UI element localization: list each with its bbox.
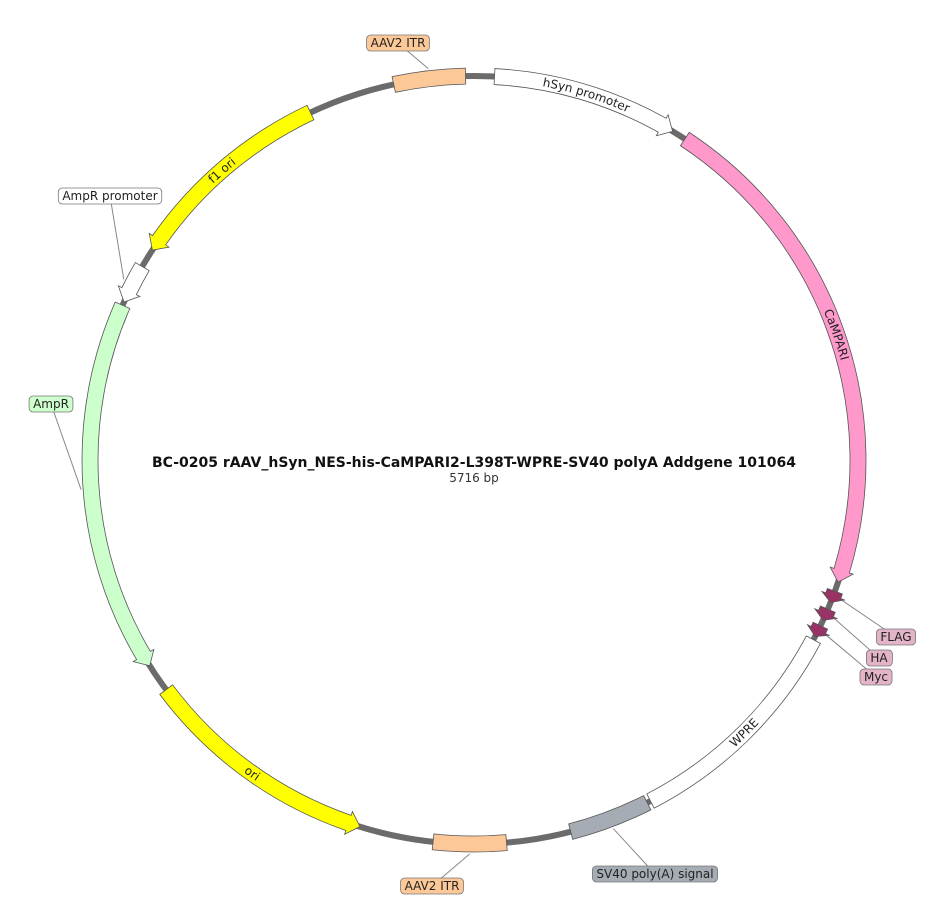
leader-line-ampr-promoter xyxy=(109,195,125,280)
feature-campari[interactable] xyxy=(679,131,867,583)
ext-label-text-myc: Myc xyxy=(864,670,888,684)
ext-label-box-ampr-promoter xyxy=(57,187,163,205)
ext-label-ha[interactable]: HA xyxy=(865,649,893,667)
ext-label-text-ampr-promoter: AmpR promoter xyxy=(62,189,157,203)
ext-label-box-flag xyxy=(876,628,916,646)
ext-label-aav2-itr-bottom[interactable]: AAV2 ITR xyxy=(400,877,464,895)
ext-label-text-sv40-polya: SV40 poly(A) signal xyxy=(596,867,713,881)
plasmid-length: 5716 bp xyxy=(449,471,499,485)
feature-f1-ori[interactable] xyxy=(148,104,315,251)
ext-label-text-aav2-itr-top: AAV2 ITR xyxy=(371,36,426,50)
feature-ampr[interactable] xyxy=(81,301,155,667)
ext-label-text-ampr: AmpR xyxy=(33,397,69,411)
ext-label-ampr[interactable]: AmpR xyxy=(28,395,74,413)
ext-label-sv40-polya[interactable]: SV40 poly(A) signal xyxy=(592,865,718,883)
ext-label-text-aav2-itr-bottom: AAV2 ITR xyxy=(405,879,460,893)
ext-label-text-flag: FLAG xyxy=(880,630,911,644)
ext-label-box-sv40-polya xyxy=(592,865,718,883)
ext-label-box-ha xyxy=(865,649,893,667)
feature-hsyn-promoter[interactable] xyxy=(493,68,674,137)
ext-label-box-myc xyxy=(859,668,893,686)
ext-label-box-aav2-itr-top xyxy=(366,34,430,52)
ext-label-box-aav2-itr-bottom xyxy=(400,877,464,895)
ext-label-flag[interactable]: FLAG xyxy=(876,628,916,646)
feature-ha[interactable] xyxy=(813,605,839,621)
feature-ori[interactable] xyxy=(159,684,361,836)
feature-wpre[interactable] xyxy=(646,635,821,809)
leader-line-ampr xyxy=(50,403,82,490)
feature-label-wpre: WPRE xyxy=(727,716,762,750)
feature-aav2-itr-top[interactable] xyxy=(391,67,467,93)
ext-label-text-ha: HA xyxy=(870,651,888,665)
ext-label-aav2-itr-top[interactable]: AAV2 ITR xyxy=(366,34,430,52)
feature-sv40-polya[interactable] xyxy=(568,795,652,840)
feature-label-text-wpre: WPRE xyxy=(727,716,762,750)
feature-ampr-promoter[interactable] xyxy=(117,262,150,303)
feature-flag[interactable] xyxy=(820,587,846,603)
ext-label-myc[interactable]: Myc xyxy=(859,668,893,686)
ext-label-ampr-promoter[interactable]: AmpR promoter xyxy=(57,187,163,205)
feature-myc[interactable] xyxy=(806,621,831,637)
feature-layer xyxy=(81,67,867,853)
ext-label-box-ampr xyxy=(28,395,74,413)
feature-aav2-itr-bottom[interactable] xyxy=(431,833,508,853)
plasmid-title: BC-0205 rAAV_hSyn_NES-his-CaMPARI2-L398T… xyxy=(152,455,796,471)
